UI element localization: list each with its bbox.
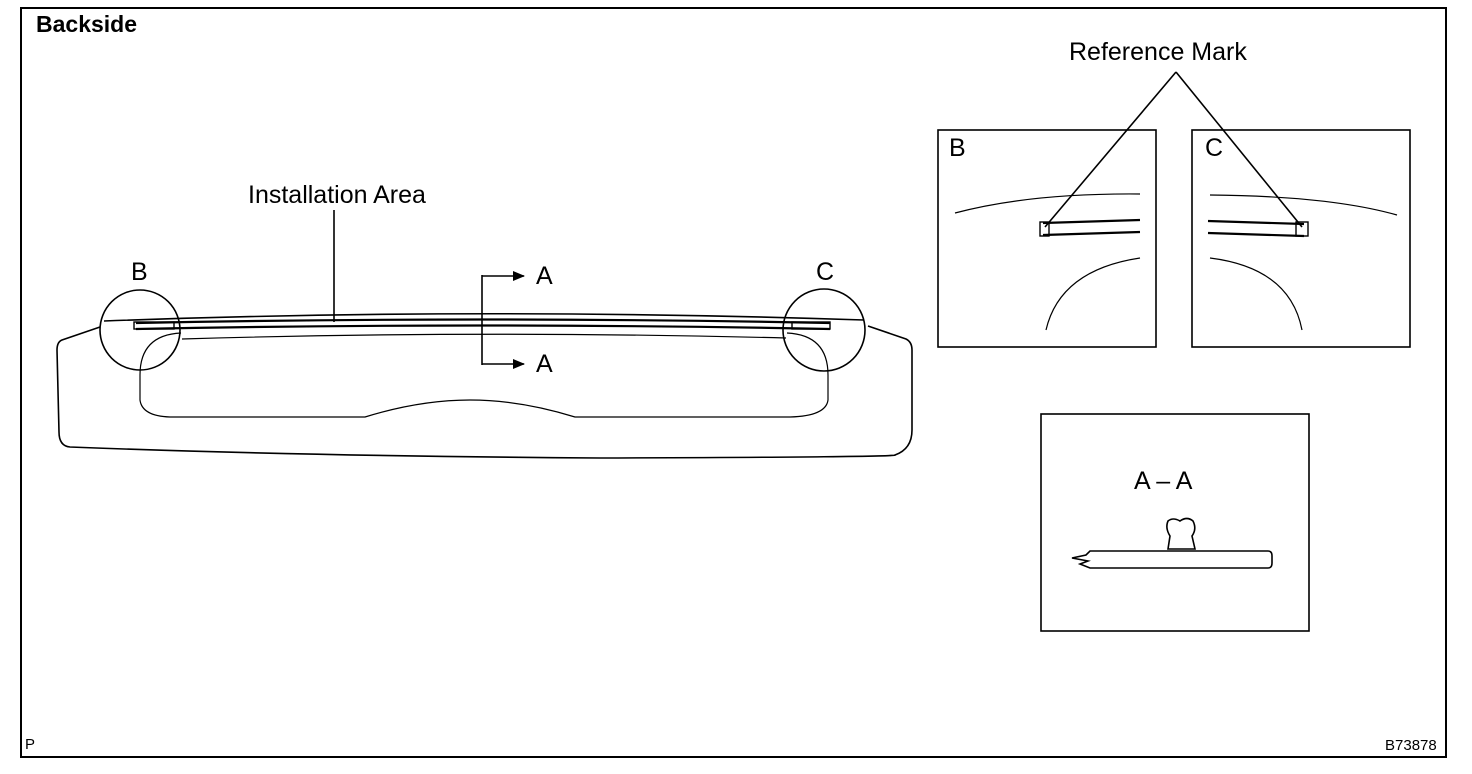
backside-title: Backside <box>36 11 138 37</box>
section-arrow-label-top: A <box>536 262 553 290</box>
panel-b-label: B <box>949 134 966 162</box>
part-outline <box>56 312 913 459</box>
section-panel <box>1040 413 1310 632</box>
reference-leaders <box>1044 71 1303 228</box>
diagram-frame <box>20 7 1447 758</box>
installation-area-label: Installation Area <box>248 181 426 209</box>
section-aa-label: A – A <box>1134 467 1193 495</box>
figure-id: B73878 <box>1385 737 1437 754</box>
detail-panel-b <box>937 129 1157 348</box>
corner-code: P <box>25 736 36 753</box>
detail-panel-c <box>1191 129 1411 348</box>
detail-circle-b <box>99 289 181 371</box>
panel-c-label: C <box>1205 134 1224 162</box>
section-arrow-label-bottom: A <box>536 350 553 378</box>
section-line <box>481 271 525 369</box>
detail-b-label: B <box>131 258 148 286</box>
reference-mark-label: Reference Mark <box>1069 38 1247 66</box>
detail-c-label: C <box>816 258 835 286</box>
detail-circle-c <box>782 288 866 372</box>
